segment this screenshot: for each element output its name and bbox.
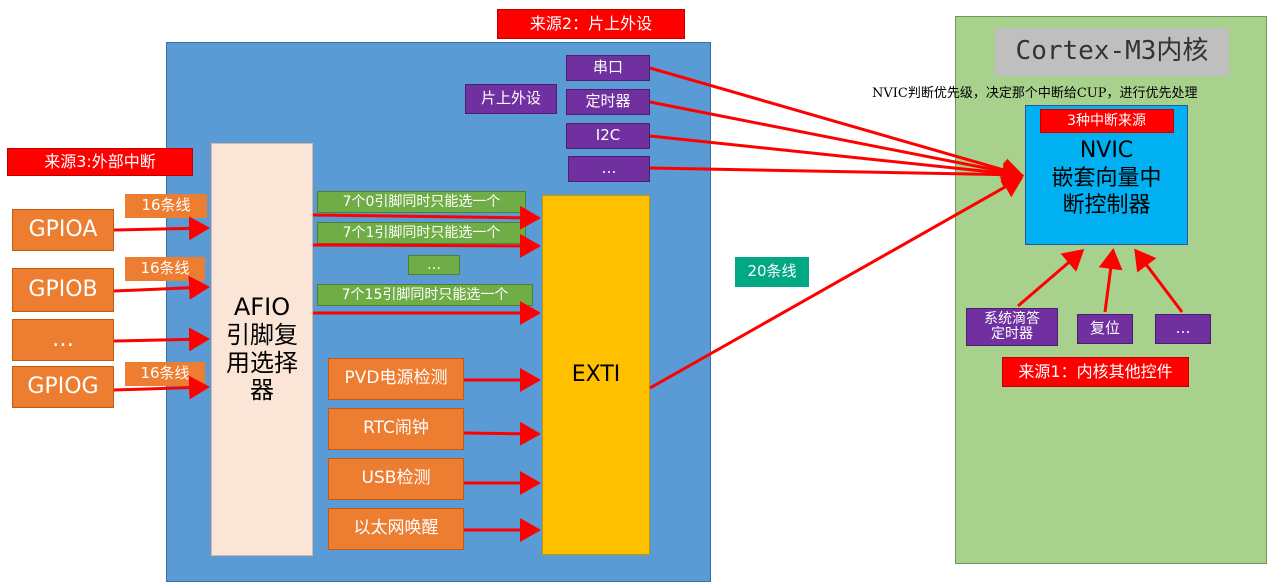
gpio-g: GPIOG bbox=[12, 366, 114, 408]
pin-select-more: … bbox=[408, 255, 460, 275]
source1-label: 来源1：内核其他控件 bbox=[1002, 357, 1189, 387]
line16-label-g: 16条线 bbox=[125, 362, 205, 386]
line20-label: 20条线 bbox=[735, 257, 809, 287]
gpio-b: GPIOB bbox=[12, 268, 114, 312]
line16-label-a: 16条线 bbox=[125, 194, 207, 218]
pin-select-15: 7个15引脚同时只能选一个 bbox=[317, 284, 533, 306]
peripheral-timer: 定时器 bbox=[566, 89, 650, 115]
exti-source-usb: USB检测 bbox=[328, 458, 464, 500]
peripheral-i2c: I2C bbox=[566, 123, 650, 149]
nvic-sources-label: 3种中断来源 bbox=[1039, 109, 1174, 133]
core-title: Cortex-M3内核 bbox=[995, 28, 1229, 76]
afio-label: AFIO 引脚复 用选择 器 bbox=[226, 293, 298, 405]
core-source-more: … bbox=[1155, 314, 1211, 344]
peripheral-more: … bbox=[568, 156, 650, 182]
onchip-peripheral-label: 片上外设 bbox=[465, 84, 557, 114]
gpio-a: GPIOA bbox=[12, 209, 114, 251]
afio-selector: AFIO 引脚复 用选择 器 bbox=[211, 143, 313, 556]
gpio-more: … bbox=[12, 319, 114, 361]
exti-source-pvd: PVD电源检测 bbox=[328, 358, 464, 400]
exti-block: EXTI bbox=[542, 195, 650, 555]
exti-label: EXTI bbox=[571, 362, 621, 388]
nvic-controller: 3种中断来源 NVIC 嵌套向量中 断控制器 bbox=[1025, 105, 1188, 245]
source3-label: 来源3:外部中断 bbox=[7, 148, 193, 176]
peripheral-uart: 串口 bbox=[566, 55, 650, 81]
core-source-systick: 系统滴答 定时器 bbox=[966, 308, 1058, 346]
source2-label: 来源2：片上外设 bbox=[497, 9, 685, 39]
pin-select-1: 7个1引脚同时只能选一个 bbox=[317, 222, 526, 244]
nvic-priority-note: NVIC判断优先级，决定那个中断给CUP，进行优先处理 bbox=[872, 86, 1198, 101]
exti-source-ethernet: 以太网唤醒 bbox=[328, 508, 464, 550]
nvic-label: NVIC 嵌套向量中 断控制器 bbox=[1051, 138, 1162, 218]
pin-select-0: 7个0引脚同时只能选一个 bbox=[317, 191, 526, 213]
core-source-reset: 复位 bbox=[1077, 314, 1133, 344]
line16-label-b: 16条线 bbox=[125, 257, 205, 281]
exti-source-rtc: RTC闹钟 bbox=[328, 408, 464, 450]
